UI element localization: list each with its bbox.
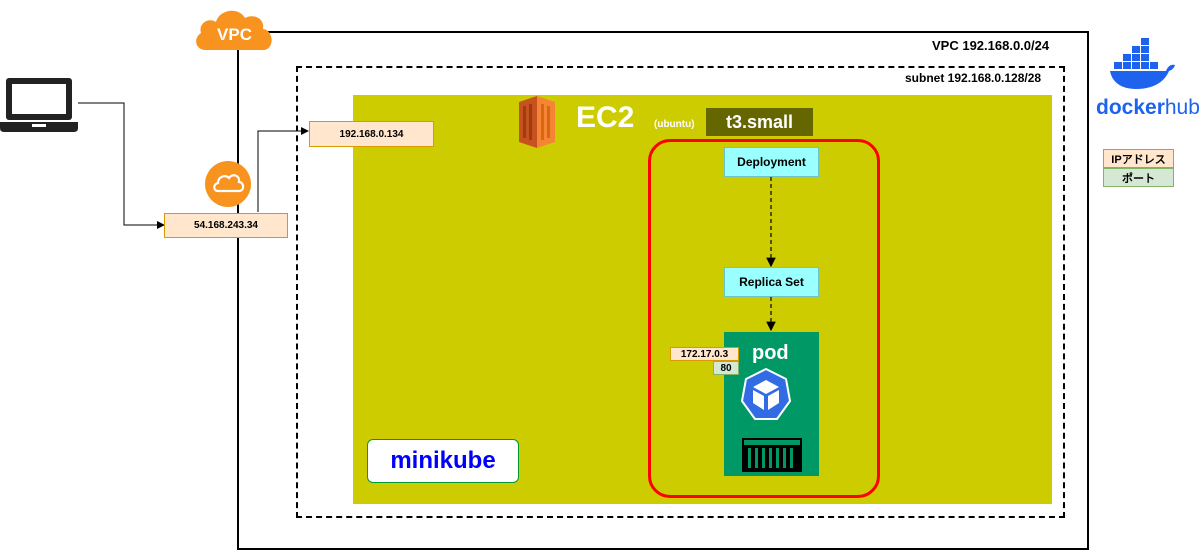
minikube-label: minikube (367, 439, 519, 483)
private-ip-box: 192.168.0.134 (309, 121, 434, 147)
public-ip-to-private-ip-line (257, 127, 309, 212)
ec2-icon (511, 96, 563, 148)
public-ip-box: 54.168.243.34 (164, 213, 288, 238)
kubernetes-pod-icon (740, 367, 792, 422)
container-icon (742, 438, 802, 472)
kubernetes-cluster-boundary (648, 139, 880, 498)
dockerhub-logo: dockerhub (1092, 36, 1200, 120)
vpc-cloud-icon: VPC (192, 4, 277, 54)
ec2-os-label: (ubuntu) (654, 119, 695, 130)
pod-label: pod (752, 342, 789, 364)
instance-type-badge: t3.small (706, 108, 813, 136)
pod-ip-box: 172.17.0.3 (670, 347, 739, 361)
vpc-boundary (237, 31, 1089, 550)
pod-port-box: 80 (713, 361, 739, 375)
ec2-title: EC2 (576, 101, 635, 134)
replicaset-box: Replica Set (724, 267, 819, 297)
dockerhub-label-hub: hub (1164, 96, 1200, 119)
dockerhub-label-docker: docker (1096, 96, 1165, 119)
laptop-icon (0, 76, 82, 134)
ec2-instance-area (353, 95, 1052, 504)
legend-ip-address: IPアドレス (1103, 149, 1174, 168)
internet-gateway-icon (204, 160, 252, 208)
laptop-to-public-ip-line (78, 102, 165, 229)
legend-port: ポート (1103, 168, 1174, 187)
subnet-boundary (296, 66, 1065, 518)
deployment-box: Deployment (724, 147, 819, 177)
vpc-cloud-label: VPC (217, 25, 252, 44)
pod-box: pod (724, 332, 819, 476)
docker-whale-icon (1110, 38, 1175, 89)
vpc-cidr-label: VPC 192.168.0.0/24 (932, 38, 1050, 53)
subnet-label: subnet 192.168.0.128/28 (905, 71, 1042, 85)
